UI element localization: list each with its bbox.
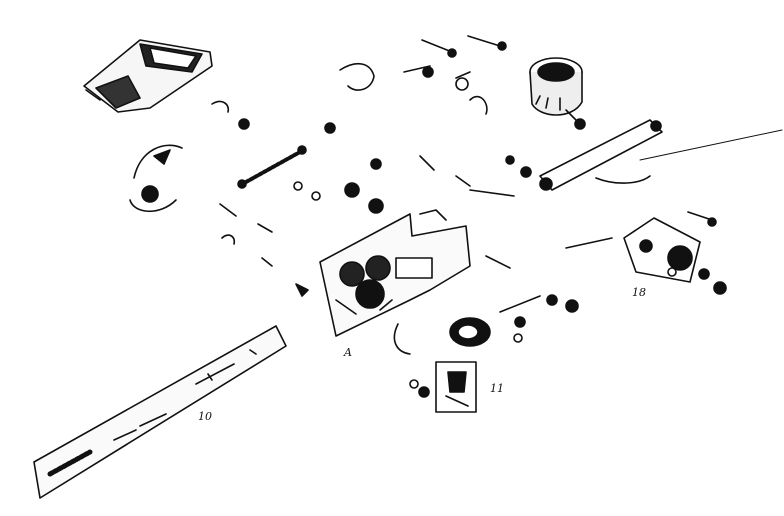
label-11: 11 [490,382,504,395]
motor-gear-unit [529,57,586,130]
label-18: 18 [632,286,646,299]
main-plate-a [319,209,471,337]
linkage-arm [539,119,783,191]
plate-18 [565,211,727,295]
label-10: 10 [198,410,212,423]
gear-wheel [393,255,579,355]
bracket-11 [409,361,477,413]
clip-parts [211,63,532,297]
spring-assembly [237,145,307,189]
pin-set-top [403,35,507,115]
hook-left [129,144,183,213]
cover-plate [83,39,213,113]
base-plate-10 [33,325,287,499]
label-a: A [343,346,352,359]
